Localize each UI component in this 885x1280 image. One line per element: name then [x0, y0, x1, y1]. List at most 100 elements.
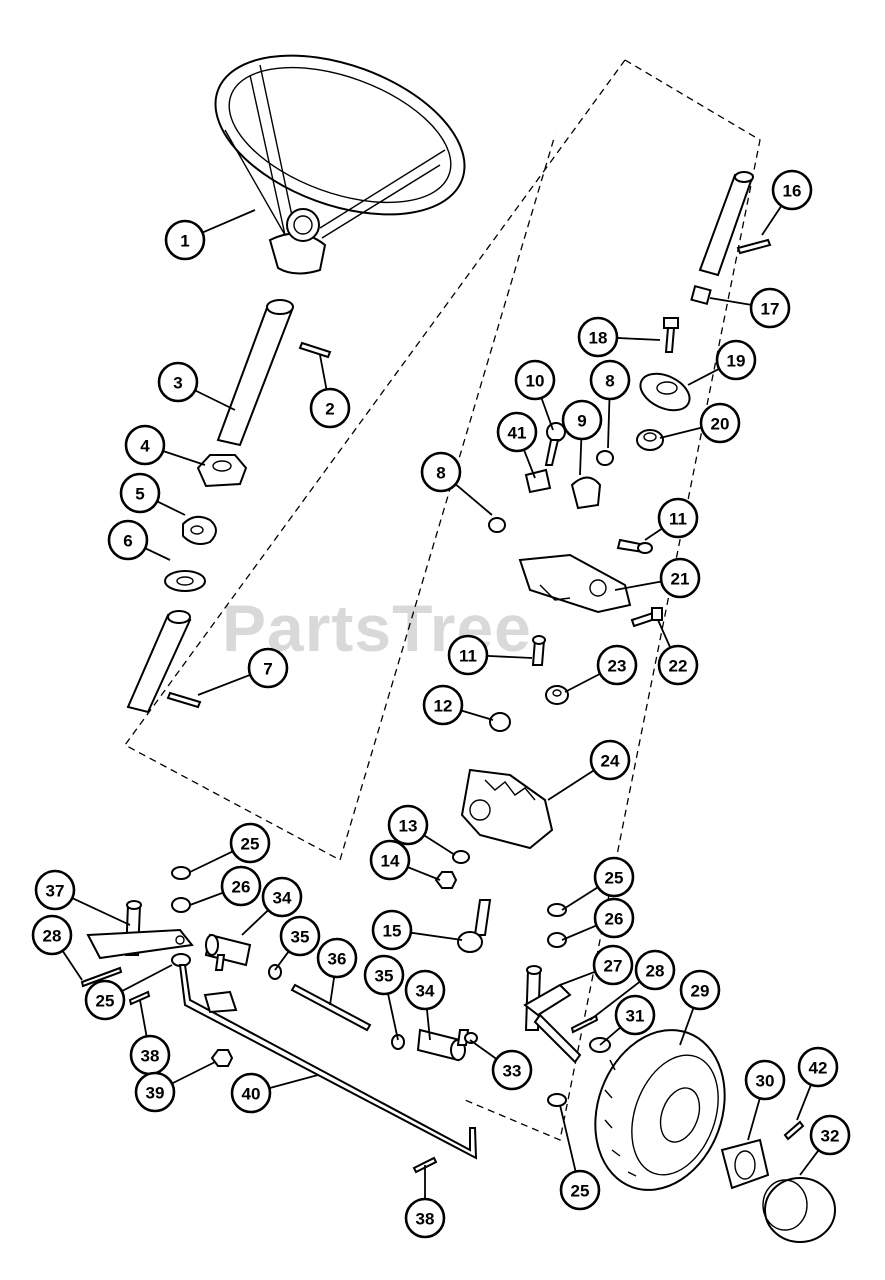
- callout-c38b[interactable]: 38: [404, 1165, 446, 1239]
- callout-c4[interactable]: 4: [124, 424, 206, 466]
- square-nut: [690, 284, 712, 306]
- callout-circle: [589, 739, 631, 781]
- callout-number: 35: [375, 967, 394, 986]
- spacer-washer: [545, 685, 569, 705]
- callout-c32[interactable]: 32: [799, 1114, 851, 1176]
- callout-circle: [559, 1169, 601, 1211]
- callout-c25c[interactable]: 25: [561, 856, 635, 911]
- leader-line: [679, 1007, 695, 1046]
- callout-c37[interactable]: 37: [34, 869, 131, 926]
- bushing-26-left: [171, 897, 191, 913]
- callout-number: 18: [589, 329, 608, 348]
- callout-c34b[interactable]: 34: [404, 969, 446, 1041]
- callout-c15[interactable]: 15: [371, 909, 463, 951]
- callout-circle: [422, 684, 464, 726]
- leader-line: [607, 398, 611, 449]
- callout-c20[interactable]: 20: [659, 402, 741, 444]
- callout-c41[interactable]: 41: [496, 411, 538, 479]
- callout-c36[interactable]: 36: [316, 937, 358, 1006]
- callout-c8a[interactable]: 8: [420, 451, 493, 516]
- callout-c28a[interactable]: 28: [31, 914, 83, 981]
- callout-c25d[interactable]: 25: [559, 1104, 601, 1211]
- callout-c11b[interactable]: 11: [447, 634, 533, 676]
- callout-number: 21: [671, 570, 690, 589]
- callout-c5[interactable]: 5: [119, 472, 186, 516]
- callout-number: 6: [123, 532, 132, 551]
- callout-c26a[interactable]: 26: [189, 865, 262, 907]
- flange-bushing: [196, 454, 248, 488]
- callout-number: 10: [526, 372, 545, 391]
- callout-c38a[interactable]: 38: [129, 999, 171, 1076]
- callout-c13[interactable]: 13: [387, 804, 456, 856]
- callout-c23[interactable]: 23: [564, 644, 638, 693]
- callout-c28b[interactable]: 28: [589, 949, 676, 1021]
- callout-c19[interactable]: 19: [687, 339, 757, 386]
- callout-circle: [404, 969, 446, 1011]
- callout-c7[interactable]: 7: [197, 647, 289, 696]
- callout-circle: [279, 915, 321, 957]
- callout-c18[interactable]: 18: [577, 316, 661, 358]
- leader-line: [561, 886, 599, 911]
- callout-c1[interactable]: 1: [164, 209, 256, 261]
- callout-circle: [447, 634, 489, 676]
- callout-circle: [657, 497, 699, 539]
- jam-nut-right: [391, 1034, 405, 1050]
- callout-c29[interactable]: 29: [679, 969, 721, 1046]
- leader-line: [589, 980, 641, 1021]
- callout-c30[interactable]: 30: [744, 1059, 786, 1141]
- callout-c3[interactable]: 3: [157, 361, 236, 411]
- callout-number: 17: [761, 300, 780, 319]
- callout-c33[interactable]: 33: [469, 1039, 533, 1091]
- callout-c6[interactable]: 6: [107, 519, 171, 561]
- callout-c35b[interactable]: 35: [363, 954, 405, 1041]
- callout-number: 39: [146, 1084, 165, 1103]
- callout-c2[interactable]: 2: [309, 354, 351, 429]
- callout-c26b[interactable]: 26: [561, 897, 635, 941]
- hex-bolt-side: [630, 607, 663, 628]
- callout-c11a[interactable]: 11: [644, 497, 699, 541]
- callout-c39[interactable]: 39: [134, 1061, 216, 1113]
- callout-c40[interactable]: 40: [230, 1072, 319, 1114]
- callout-c8b[interactable]: 8: [589, 359, 631, 449]
- callout-circle: [657, 644, 699, 686]
- callout-c21[interactable]: 21: [614, 557, 701, 599]
- callout-number: 29: [691, 982, 710, 1001]
- callout-number: 14: [381, 852, 400, 871]
- leader-line: [121, 964, 173, 993]
- callout-c9[interactable]: 9: [561, 399, 603, 476]
- leader-line: [269, 1074, 319, 1089]
- leader-line: [579, 438, 583, 476]
- flat-washer-large: [164, 570, 206, 592]
- callout-number: 37: [46, 882, 65, 901]
- callout-c17[interactable]: 17: [709, 287, 791, 329]
- callout-c25b[interactable]: 25: [84, 964, 173, 1021]
- callout-number: 24: [601, 752, 620, 771]
- callout-c10[interactable]: 10: [514, 359, 556, 431]
- leader-line: [540, 397, 554, 431]
- callout-c42[interactable]: 42: [796, 1046, 839, 1121]
- callout-number: 20: [711, 415, 730, 434]
- callout-c25a[interactable]: 25: [189, 822, 271, 873]
- callout-circle: [659, 557, 701, 599]
- callout-c22[interactable]: 22: [657, 619, 699, 686]
- callout-c35a[interactable]: 35: [274, 915, 321, 971]
- pinion-shaft: [457, 899, 492, 953]
- callout-c31[interactable]: 31: [599, 994, 656, 1046]
- callout-number: 11: [459, 647, 477, 666]
- callout-c12[interactable]: 12: [422, 684, 494, 726]
- callout-circle: [771, 169, 813, 211]
- callout-c34a[interactable]: 34: [241, 876, 303, 936]
- leader-line: [171, 1061, 216, 1085]
- callout-c24[interactable]: 24: [547, 739, 631, 801]
- callout-c14[interactable]: 14: [369, 839, 441, 881]
- callout-number: 35: [291, 928, 310, 947]
- column-bushing: [636, 429, 664, 451]
- hex-nut-33: [464, 1032, 478, 1044]
- callout-c16[interactable]: 16: [761, 169, 813, 236]
- leader-line: [71, 897, 131, 926]
- callout-number: 30: [756, 1072, 775, 1091]
- callout-circle: [164, 219, 206, 261]
- callout-number: 19: [727, 352, 746, 371]
- callout-c27[interactable]: 27: [559, 944, 634, 986]
